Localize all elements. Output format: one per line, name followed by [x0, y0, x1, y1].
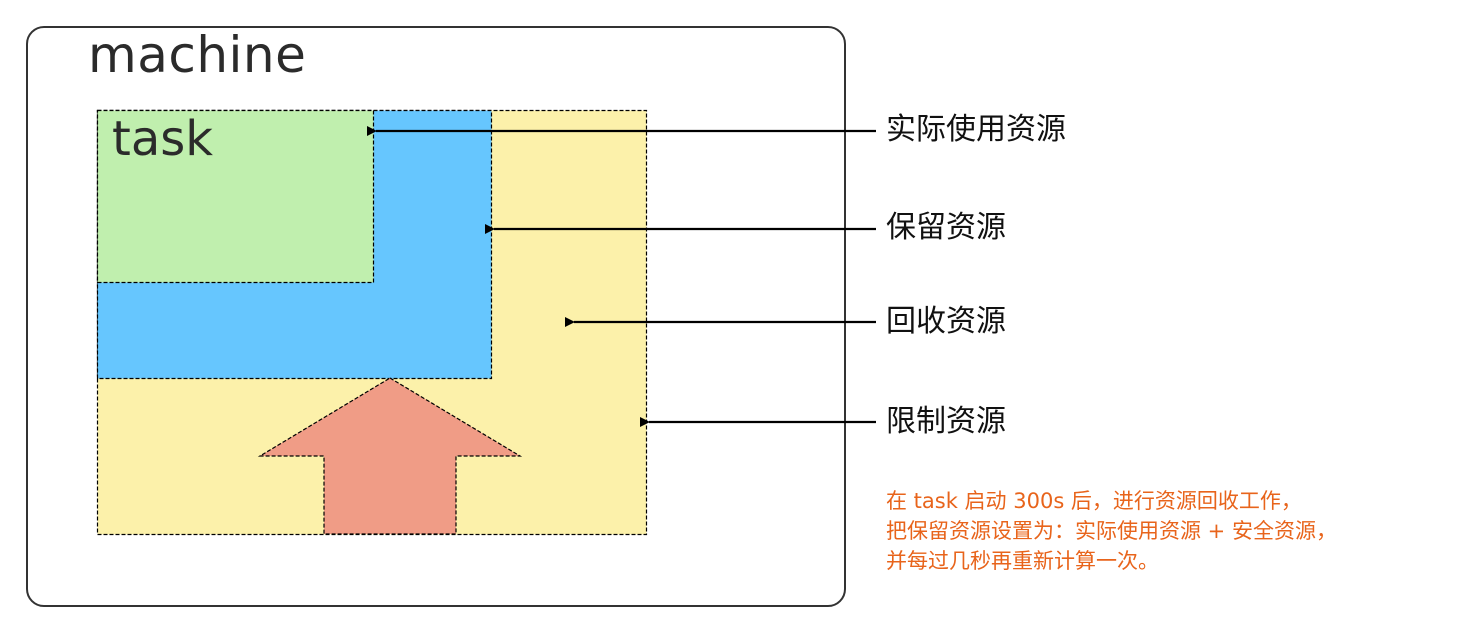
note-line-3: 并每过几秒再重新计算一次。 — [886, 549, 1159, 573]
actual-usage-region — [96, 109, 375, 284]
up-arrow-icon — [257, 377, 523, 535]
task-label: task — [112, 111, 214, 167]
explanation-note: 在 task 启动 300s 后，进行资源回收工作， 把保留资源设置为：实际使用… — [886, 486, 1337, 576]
label-reclaimed: 回收资源 — [886, 304, 1006, 339]
machine-label: machine — [88, 26, 307, 84]
label-actual-usage: 实际使用资源 — [886, 112, 1066, 147]
label-limit: 限制资源 — [886, 404, 1006, 439]
label-reserved: 保留资源 — [886, 210, 1006, 245]
note-line-1: 在 task 启动 300s 后，进行资源回收工作， — [886, 489, 1302, 513]
note-line-2: 把保留资源设置为：实际使用资源 + 安全资源， — [886, 519, 1337, 543]
machine-box — [26, 26, 846, 607]
